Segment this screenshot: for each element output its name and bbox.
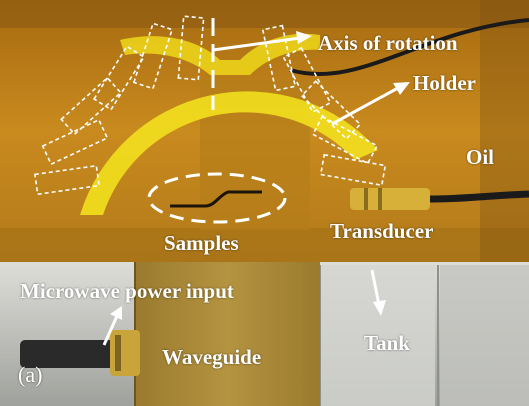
transducer-body [350,188,430,210]
oil-bottom-band [0,228,529,262]
panel-label: (a) [18,362,43,387]
label-transducer: Transducer [330,219,434,243]
holder-arc [80,91,378,215]
label-axis-of-rotation: Axis of rotation [318,31,458,55]
label-holder: Holder [413,71,476,95]
tank-wall [320,265,435,406]
transducer-cable [429,190,529,203]
label-oil: Oil [466,145,495,169]
holder-cable [289,18,529,76]
dashed-sample-positions [34,15,387,196]
label-microwave-power-input: Microwave power input [20,279,234,303]
holder-top [120,33,320,75]
transducer-ridge [378,188,382,210]
transducer-ridge [364,188,368,210]
samples-ellipse [147,172,287,224]
sample-shape [170,190,262,208]
oil-right-shadow [480,0,529,262]
annotation-arrows [102,31,410,346]
microwave-cable [20,340,115,368]
label-tank: Tank [364,331,410,355]
label-waveguide: Waveguide [162,345,262,369]
label-samples: Samples [164,231,239,255]
microwave-connector [110,330,140,376]
tank-wall-right [440,265,529,406]
waveguide-body [135,262,320,406]
oil-top-shadow [0,0,529,28]
connector-ridge [115,335,121,371]
